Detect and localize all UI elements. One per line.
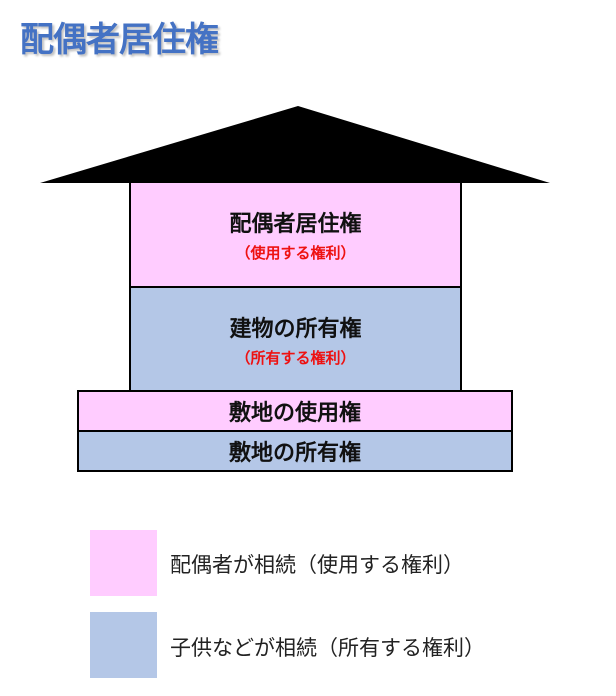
land-use-label: 敷地の使用権 xyxy=(228,401,361,426)
building-ownership-label: 建物の所有権 xyxy=(229,316,362,342)
building-ownership-sub: （所有する権利） xyxy=(235,348,356,367)
legend-swatch-spouse xyxy=(90,530,157,596)
page-title: 配偶者居住権 xyxy=(20,20,219,60)
residence-right-sub: （使用する権利） xyxy=(235,244,356,262)
residence-right-label: 配偶者居住権 xyxy=(229,212,362,237)
land-use-block: 敷地の使用権 xyxy=(77,390,513,432)
land-ownership-label: 敷地の所有権 xyxy=(228,441,361,466)
building-ownership-block: 建物の所有権 （所有する権利） xyxy=(129,286,462,392)
land-ownership-block: 敷地の所有権 xyxy=(77,430,513,472)
roof-icon xyxy=(40,106,550,183)
legend-label-spouse: 配偶者が相続（使用する権利） xyxy=(170,553,464,577)
legend-swatch-children xyxy=(90,612,157,678)
legend-label-children: 子供などが相続（所有する権利） xyxy=(170,636,485,660)
residence-right-block: 配偶者居住権 （使用する権利） xyxy=(129,181,462,288)
